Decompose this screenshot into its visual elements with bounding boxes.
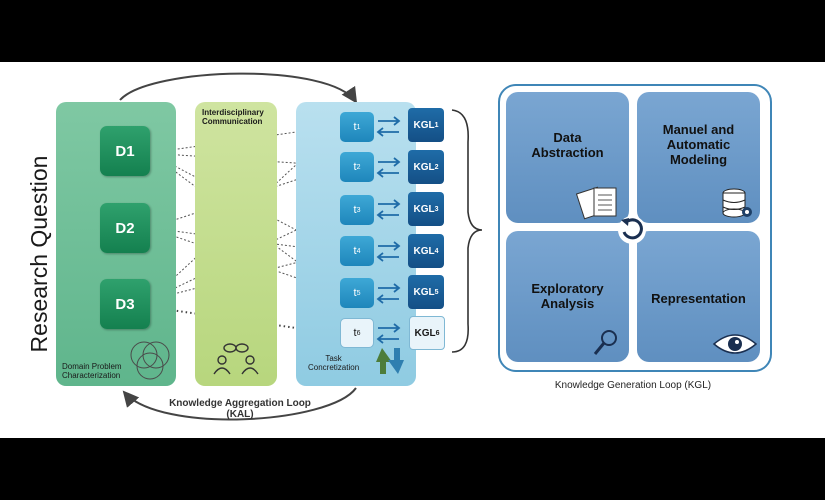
kal-caption-line-2: (KAL) (226, 409, 254, 420)
venn-circles-icon (130, 341, 170, 380)
kal-caption-line-1: Knowledge Aggregation Loop (169, 398, 311, 409)
task-concretization-line-1: Task (325, 354, 342, 363)
quadrant-exploratory-analysis: Exploratory Analysis (506, 231, 629, 362)
domain-box-d1: D1 (100, 126, 150, 176)
research-question-title: Research Question (26, 155, 52, 353)
domain-box-d3: D3 (100, 279, 150, 329)
interdisciplinary-line-1: Interdisciplinary (202, 108, 264, 117)
domain-problem-label: Domain Problem Characterization (62, 362, 122, 380)
eye-icon (712, 334, 758, 354)
diagram-canvas: Research Question D1 D2 D3 Domain Proble… (0, 62, 825, 438)
domain-box-d2: D2 (100, 203, 150, 253)
recycle-arrows-icon (376, 348, 404, 374)
interdisciplinary-line-2: Communication (202, 117, 263, 126)
database-gear-icon (722, 188, 752, 218)
kgl-frame (498, 84, 772, 372)
task-concretization-line-2: Concretization (308, 363, 360, 372)
task-kgl-exchange-arrows (376, 116, 401, 344)
domain-problem-line-1: Domain Problem (62, 362, 122, 371)
cycle-arrow-icon (618, 216, 646, 244)
domain-problem-line-2: Characterization (62, 371, 121, 380)
kgl-brace (451, 109, 483, 353)
kal-top-arc (119, 72, 358, 104)
task-concretization-label: Task Concretization (308, 354, 359, 372)
magnifier-icon (593, 330, 617, 355)
kal-caption: Knowledge Aggregation Loop (KAL) (140, 398, 340, 420)
interdisciplinary-panel (195, 102, 277, 386)
people-communication-icon (213, 343, 259, 375)
interdisciplinary-label: Interdisciplinary Communication (202, 108, 264, 126)
kal-bottom-arc (122, 387, 357, 421)
kgl-caption: Knowledge Generation Loop (KGL) (554, 380, 712, 391)
quadrant-representation: Representation (637, 231, 760, 362)
documents-icon (576, 186, 617, 220)
